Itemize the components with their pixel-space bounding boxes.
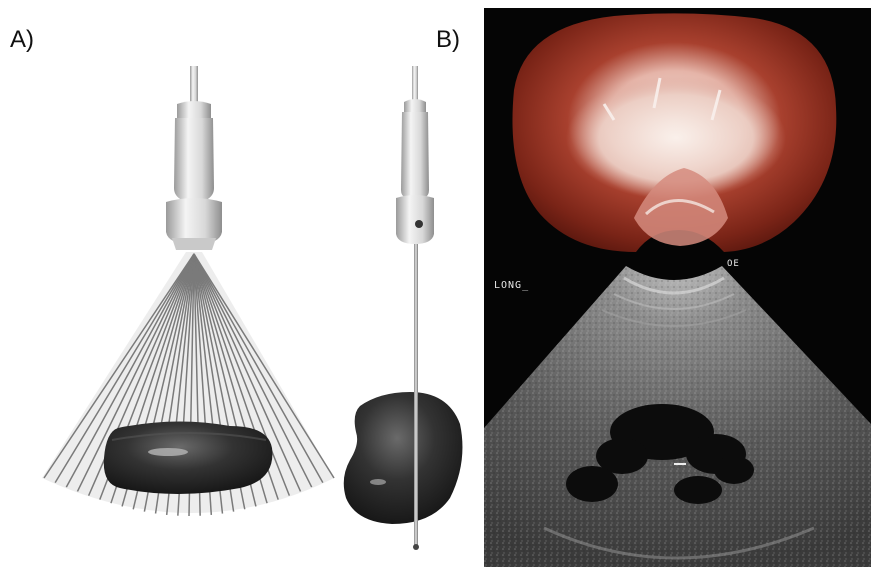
probe-b-head: [396, 195, 434, 244]
probe-a: [166, 66, 222, 250]
probe-illustration: [0, 0, 484, 567]
specimen-ultrasound-panel: LONG_ OE: [484, 8, 871, 567]
specimen-ultrasound-image: [484, 8, 871, 567]
orientation-label: LONG_: [494, 280, 529, 291]
ultrasound-sector: [484, 266, 871, 567]
probe-a-collar: [177, 101, 211, 118]
probe-a-tip: [172, 238, 216, 250]
probe-b-cable: [412, 66, 418, 102]
probe-b-handle: [401, 112, 429, 198]
probe-b-marker: [415, 220, 423, 228]
corner-mark: OE: [727, 259, 740, 269]
probe-a-handle: [174, 118, 214, 200]
probe-a-cable: [190, 66, 198, 104]
kidney-model-a: [104, 421, 273, 494]
kidney-specimen: [512, 13, 836, 252]
kidney-model-b: [344, 392, 463, 524]
probe-b: [396, 66, 434, 244]
